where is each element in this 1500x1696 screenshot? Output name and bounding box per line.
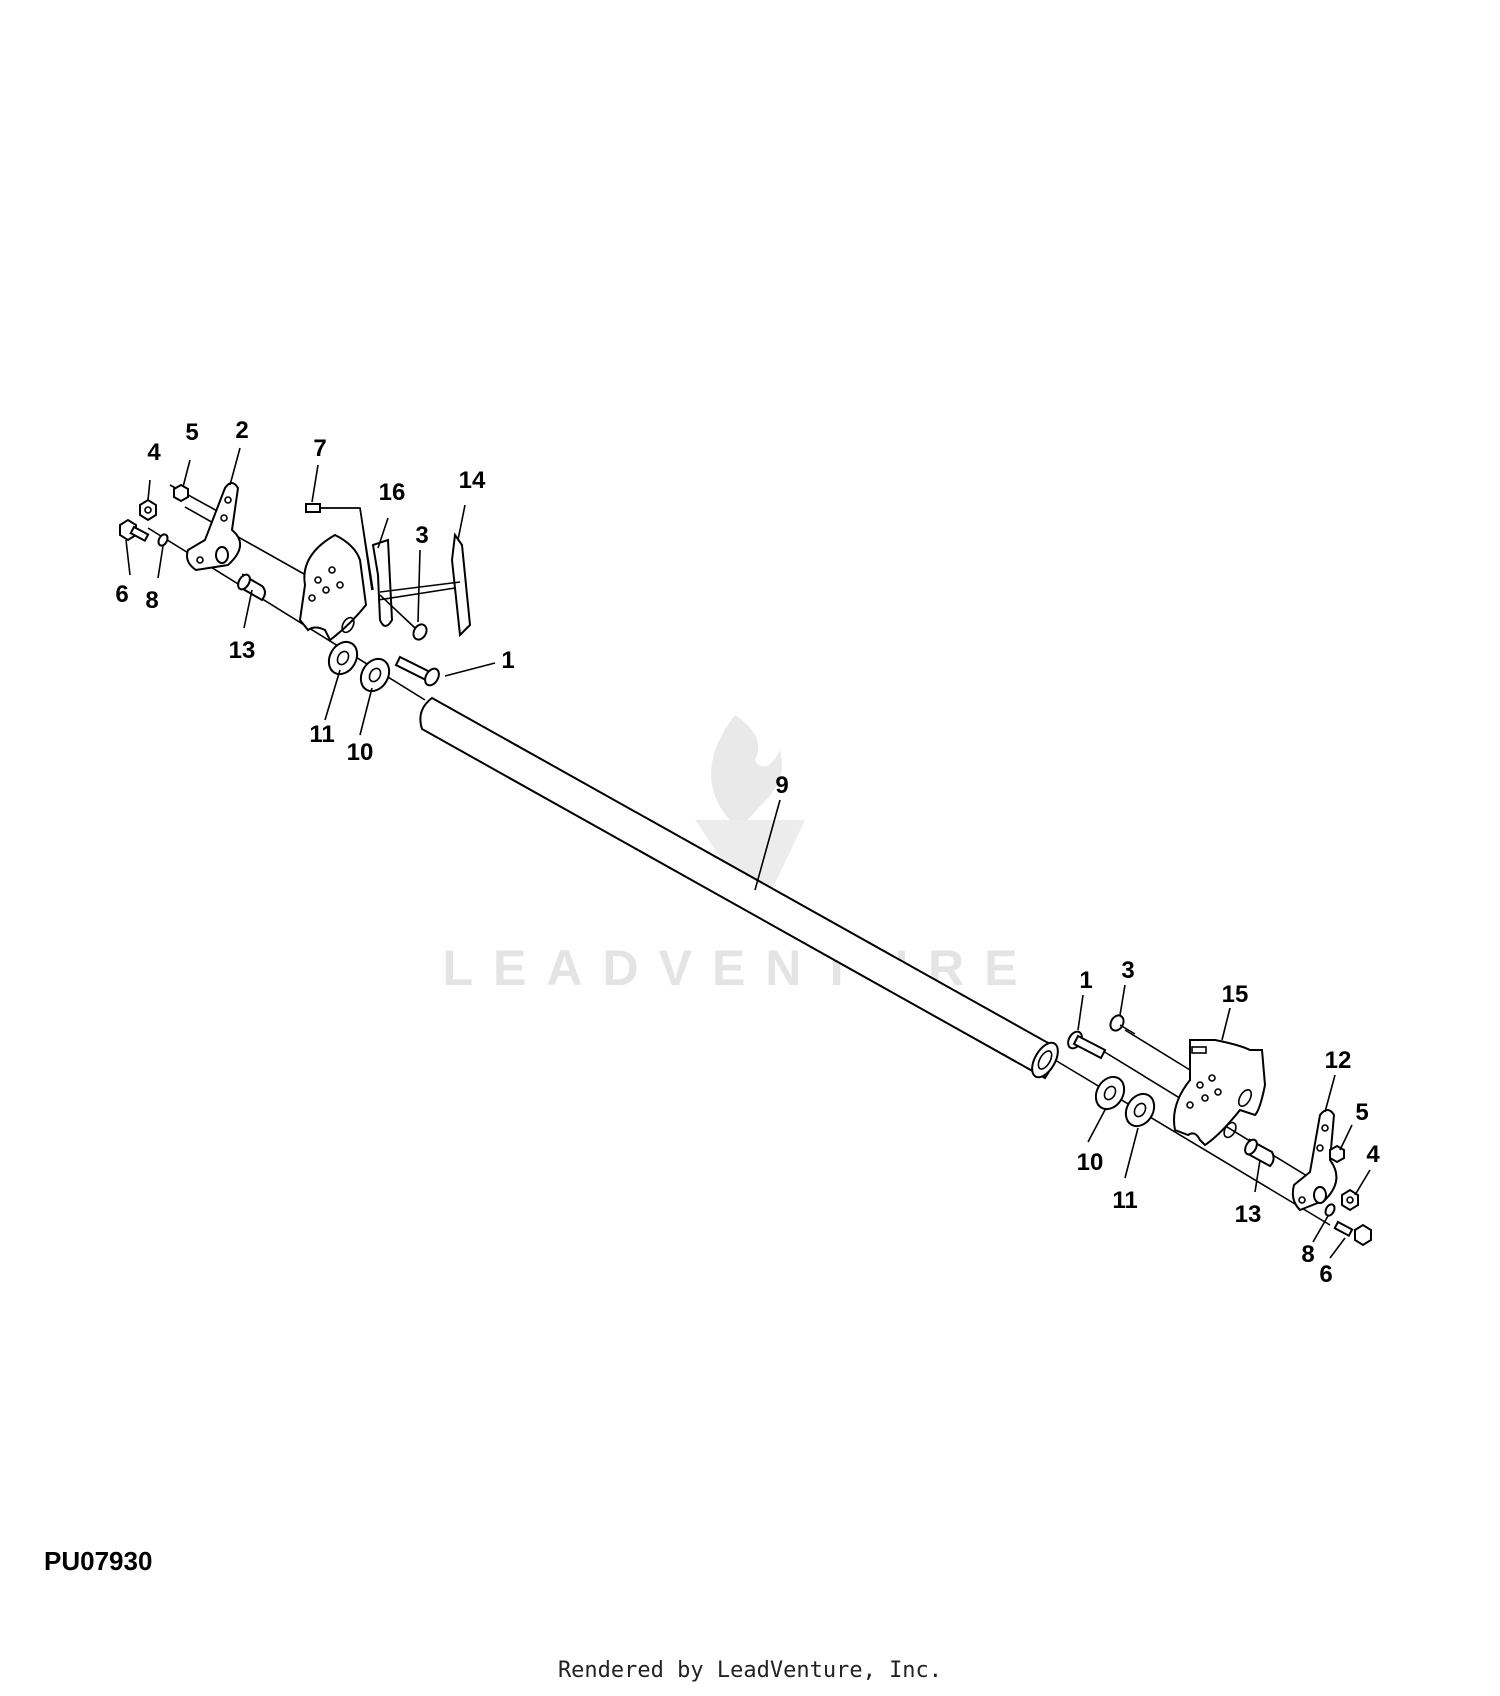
- callout-left-6: 6: [115, 581, 128, 608]
- watermark-flame-icon: [711, 715, 782, 830]
- left-washer-8: [157, 533, 169, 547]
- left-bearing-10: [359, 657, 391, 693]
- callout-right-5: 5: [1355, 1099, 1368, 1126]
- callout-right-3: 3: [1121, 957, 1134, 984]
- left-nut-5: [173, 483, 189, 503]
- callouts: 4 5 2 7 16 14 3 6 8 13 1 11 10 9 1 3 15 …: [115, 417, 1380, 1288]
- left-spacer-13: [237, 573, 266, 602]
- left-plate: [298, 533, 368, 642]
- right-bearing-10: [1094, 1075, 1126, 1111]
- callout-right-13: 13: [1235, 1201, 1262, 1228]
- left-bracket-2: [186, 482, 241, 572]
- right-plate-15: [1173, 1039, 1267, 1147]
- callout-left-11: 11: [309, 721, 334, 748]
- callout-left-10: 10: [347, 739, 374, 766]
- callout-left-1: 1: [501, 647, 514, 674]
- callout-left-13: 13: [229, 637, 256, 664]
- callout-left-14: 14: [459, 467, 486, 494]
- right-nut-4: [1341, 1188, 1359, 1212]
- right-bearing-11: [1124, 1092, 1156, 1128]
- render-credit: Rendered by LeadVenture, Inc.: [557, 1658, 943, 1683]
- shaft-tube: [419, 696, 1059, 1080]
- callout-right-1: 1: [1079, 967, 1092, 994]
- callout-right-8: 8: [1301, 1241, 1314, 1268]
- callout-right-4: 4: [1366, 1141, 1380, 1168]
- right-bracket-12: [1291, 1109, 1338, 1212]
- callout-shaft-9: 9: [775, 772, 788, 799]
- leader-lines: [125, 447, 1371, 1259]
- callout-right-12: 12: [1325, 1047, 1352, 1074]
- right-nut-5: [1329, 1144, 1345, 1164]
- right-spacer-13: [1244, 1138, 1275, 1168]
- callout-left-7: 7: [313, 435, 326, 462]
- left-latch-16: [359, 507, 394, 627]
- watermark-v-icon: [695, 820, 805, 915]
- right-bolt-6: [1333, 1220, 1372, 1247]
- right-washer-8: [1324, 1203, 1336, 1217]
- callout-left-3: 3: [415, 522, 428, 549]
- diagram-id-label: PU07930: [44, 1546, 153, 1576]
- callout-right-10: 10: [1077, 1149, 1104, 1176]
- callout-left-8: 8: [145, 587, 158, 614]
- right-bolt-1: [1067, 1030, 1107, 1060]
- callout-left-16: 16: [379, 479, 406, 506]
- left-bearing-11: [327, 640, 359, 676]
- callout-right-6: 6: [1319, 1261, 1332, 1288]
- callout-left-4: 4: [147, 439, 161, 466]
- left-bolt-1: [394, 655, 440, 687]
- callout-right-15: 15: [1222, 981, 1249, 1008]
- right-bolt-3: [1109, 1014, 1136, 1035]
- callout-right-11: 11: [1112, 1187, 1137, 1214]
- left-bolt-6: [119, 518, 150, 543]
- callout-left-5: 5: [185, 419, 198, 446]
- left-nut-4: [139, 498, 157, 522]
- left-lever-14: [377, 532, 472, 638]
- left-bolt-3: [379, 594, 428, 641]
- callout-left-2: 2: [235, 417, 248, 444]
